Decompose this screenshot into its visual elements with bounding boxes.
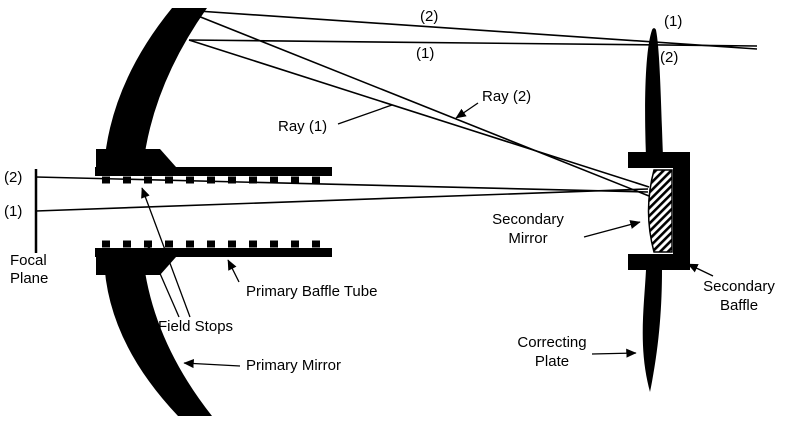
primary-mirror-upper-foot bbox=[96, 149, 176, 167]
correcting-plate-lower bbox=[642, 270, 662, 392]
secondary-baffle-label-line2: Baffle bbox=[720, 297, 758, 314]
secondary-to-focal-ray-2 bbox=[35, 176, 649, 193]
primary-baffle-tube-label: Primary Baffle Tube bbox=[246, 283, 377, 300]
field-stops-pointer-lower bbox=[147, 245, 180, 318]
primary-baffle-tube-arrow bbox=[227, 259, 240, 283]
ray-2-label: Ray (2) bbox=[482, 88, 531, 105]
incoming-ray-2 bbox=[182, 9, 758, 50]
focal-plane-label-line2: Plane bbox=[10, 270, 48, 287]
top-beam-label-2: (2) bbox=[420, 8, 438, 25]
focal-plane-label-line1: Focal bbox=[10, 252, 47, 269]
secondary-baffle-right-wall bbox=[673, 152, 690, 270]
ray-2-pointer-arrow bbox=[455, 102, 479, 119]
incoming-ray-1 bbox=[188, 39, 758, 47]
secondary-baffle-label-line1: Secondary bbox=[703, 278, 775, 295]
ray-1-label: Ray (1) bbox=[278, 118, 327, 135]
primary-mirror bbox=[96, 8, 212, 416]
field-stops-pointer-upper bbox=[141, 187, 191, 318]
primary-mirror-lower-foot bbox=[96, 257, 176, 275]
primary-mirror-lower bbox=[104, 257, 212, 416]
secondary-assembly bbox=[628, 28, 690, 392]
primary-mirror-arrow bbox=[183, 358, 241, 369]
top-beam-label-1: (1) bbox=[416, 45, 434, 62]
correcting-plate-label-line1: Correcting bbox=[517, 334, 586, 351]
light-rays bbox=[35, 9, 758, 212]
correcting-plate-upper bbox=[645, 28, 663, 157]
secondary-mirror-arrow bbox=[583, 220, 641, 238]
primary-baffle-upper-bar bbox=[95, 167, 332, 176]
primary-baffle-tube bbox=[95, 167, 332, 257]
correcting-plate-arrow bbox=[591, 348, 637, 358]
primary-mirror-upper bbox=[104, 8, 207, 167]
secondary-mirror-label-line2: Mirror bbox=[508, 230, 547, 247]
right-beam-label-2: (2) bbox=[660, 49, 678, 66]
primary-to-secondary-ray-1 bbox=[188, 39, 650, 188]
ray-1-pointer-line bbox=[337, 104, 393, 125]
secondary-mirror-shape bbox=[647, 169, 673, 253]
primary-mirror-label: Primary Mirror bbox=[246, 357, 341, 374]
secondary-mirror-label-line1: Secondary bbox=[492, 211, 564, 228]
primary-to-secondary-ray-2 bbox=[182, 9, 650, 197]
correcting-plate-label-line2: Plate bbox=[535, 353, 569, 370]
primary-baffle-lower-bar bbox=[95, 248, 332, 257]
right-beam-label-1: (1) bbox=[664, 13, 682, 30]
secondary-baffle-arrow bbox=[687, 263, 714, 277]
left-beam-label-2: (2) bbox=[4, 169, 22, 186]
secondary-to-focal-ray-1 bbox=[35, 188, 649, 212]
field-stops-label: Field Stops bbox=[158, 318, 233, 335]
left-beam-label-1: (1) bbox=[4, 203, 22, 220]
